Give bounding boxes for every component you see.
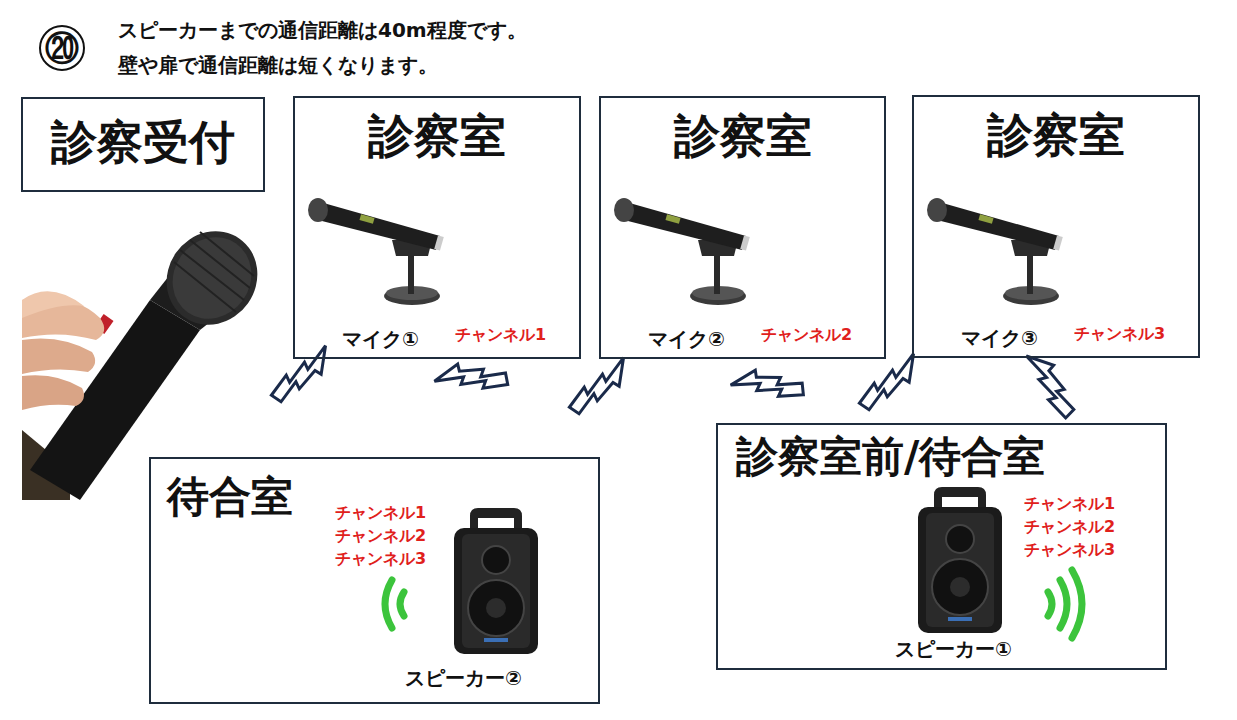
- channel-label: チャンネル2: [335, 527, 426, 545]
- note-text: 壁や扉で通信距離は短くなります。: [118, 53, 438, 77]
- channel-label: チャンネル2: [761, 326, 852, 344]
- channel-label: チャンネル3: [1074, 325, 1165, 343]
- room-title: 診察室: [914, 109, 1198, 162]
- channel-label: チャンネル1: [1024, 495, 1115, 513]
- mic-label: マイク①: [342, 328, 419, 351]
- room-box: 診察室マイク① チャンネル1: [293, 96, 581, 359]
- room-box: 診察室マイク② チャンネル2: [599, 96, 886, 359]
- microphone-image: [927, 198, 1063, 305]
- callout-number: ⑳: [45, 28, 79, 69]
- room-box: 診察室マイク③ チャンネル3: [912, 95, 1200, 358]
- microphone-image: [308, 198, 444, 305]
- callout-circle: [40, 26, 84, 70]
- channel-label: チャンネル3: [1024, 541, 1115, 559]
- room-box: 待合室チャンネル1 チャンネル2 チャンネル3 スピーカー②: [149, 457, 600, 704]
- speaker-label: スピーカー②: [405, 667, 522, 690]
- speaker-image: [454, 508, 538, 654]
- room-title: 待合室: [167, 473, 293, 521]
- channel-label: チャンネル1: [455, 326, 546, 344]
- sound-wave: [385, 570, 1082, 638]
- room-box: 診察受付: [21, 97, 265, 192]
- reception-title: 診察受付: [23, 116, 263, 169]
- room-box: 診察室前/待合室チャンネル1 チャンネル2 チャンネル3 スピーカー①: [716, 423, 1167, 670]
- note-text: スピーカーまでの通信距離は40m程度です。: [118, 18, 527, 42]
- channel-label: チャンネル2: [1024, 518, 1115, 536]
- room-title: 診察室: [601, 110, 884, 163]
- speaker-label: スピーカー①: [895, 638, 1012, 661]
- mic-label: マイク③: [961, 327, 1038, 350]
- speaker-image: [918, 487, 1002, 633]
- channel-label: チャンネル3: [335, 550, 426, 568]
- channel-label: チャンネル1: [335, 504, 426, 522]
- mic-label: マイク②: [648, 328, 725, 351]
- room-title: 診察室前/待合室: [736, 433, 1045, 481]
- room-title: 診察室: [295, 110, 579, 163]
- microphone-image: [614, 198, 750, 305]
